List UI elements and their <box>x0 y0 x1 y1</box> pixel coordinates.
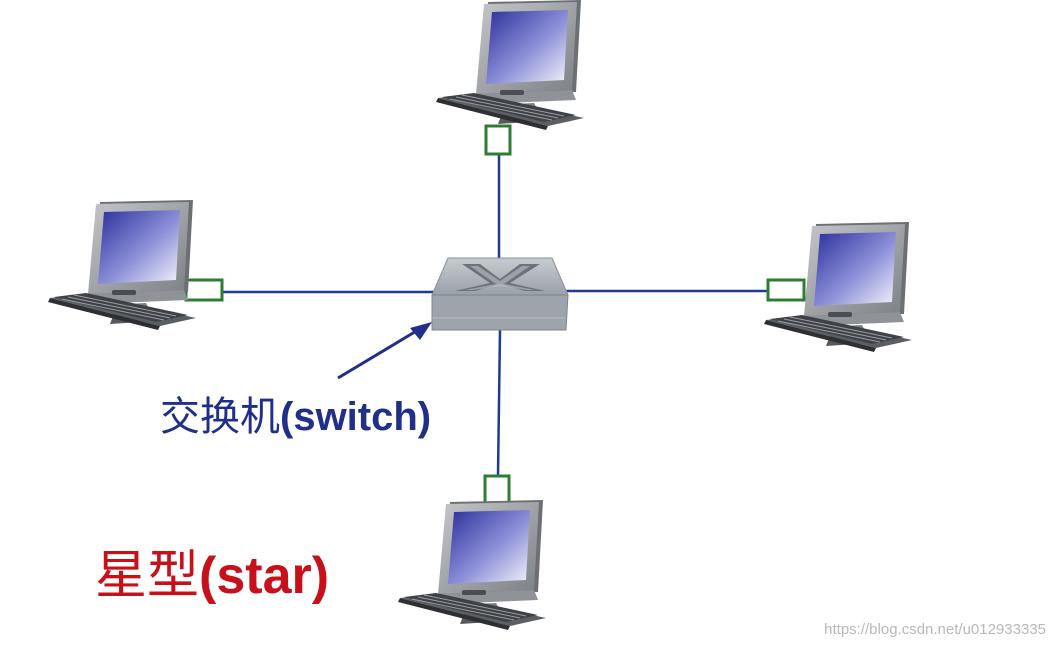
link-bottom <box>496 329 502 476</box>
switch-label: 交换机(switch) <box>160 384 431 442</box>
desktop-computer-icon <box>47 199 197 331</box>
nic-left <box>184 278 224 302</box>
topology-title-en: (star) <box>199 547 330 605</box>
nic-bottom <box>483 474 511 506</box>
switch-pointer-arrow <box>337 322 432 380</box>
topology-title: 星型(star) <box>95 533 329 608</box>
links <box>222 153 768 476</box>
topology-title-cn: 星型 <box>95 546 200 606</box>
nic-top <box>484 124 512 156</box>
desktop-computer-icon <box>435 0 585 131</box>
switch-label-cn: 交换机 <box>160 394 280 440</box>
watermark: https://blog.csdn.net/u012933335 <box>824 621 1046 638</box>
desktop-computer-icon <box>397 499 547 631</box>
network-switch-icon <box>431 257 569 331</box>
switch-label-en: (switch) <box>280 395 432 439</box>
nic-right <box>766 278 806 302</box>
